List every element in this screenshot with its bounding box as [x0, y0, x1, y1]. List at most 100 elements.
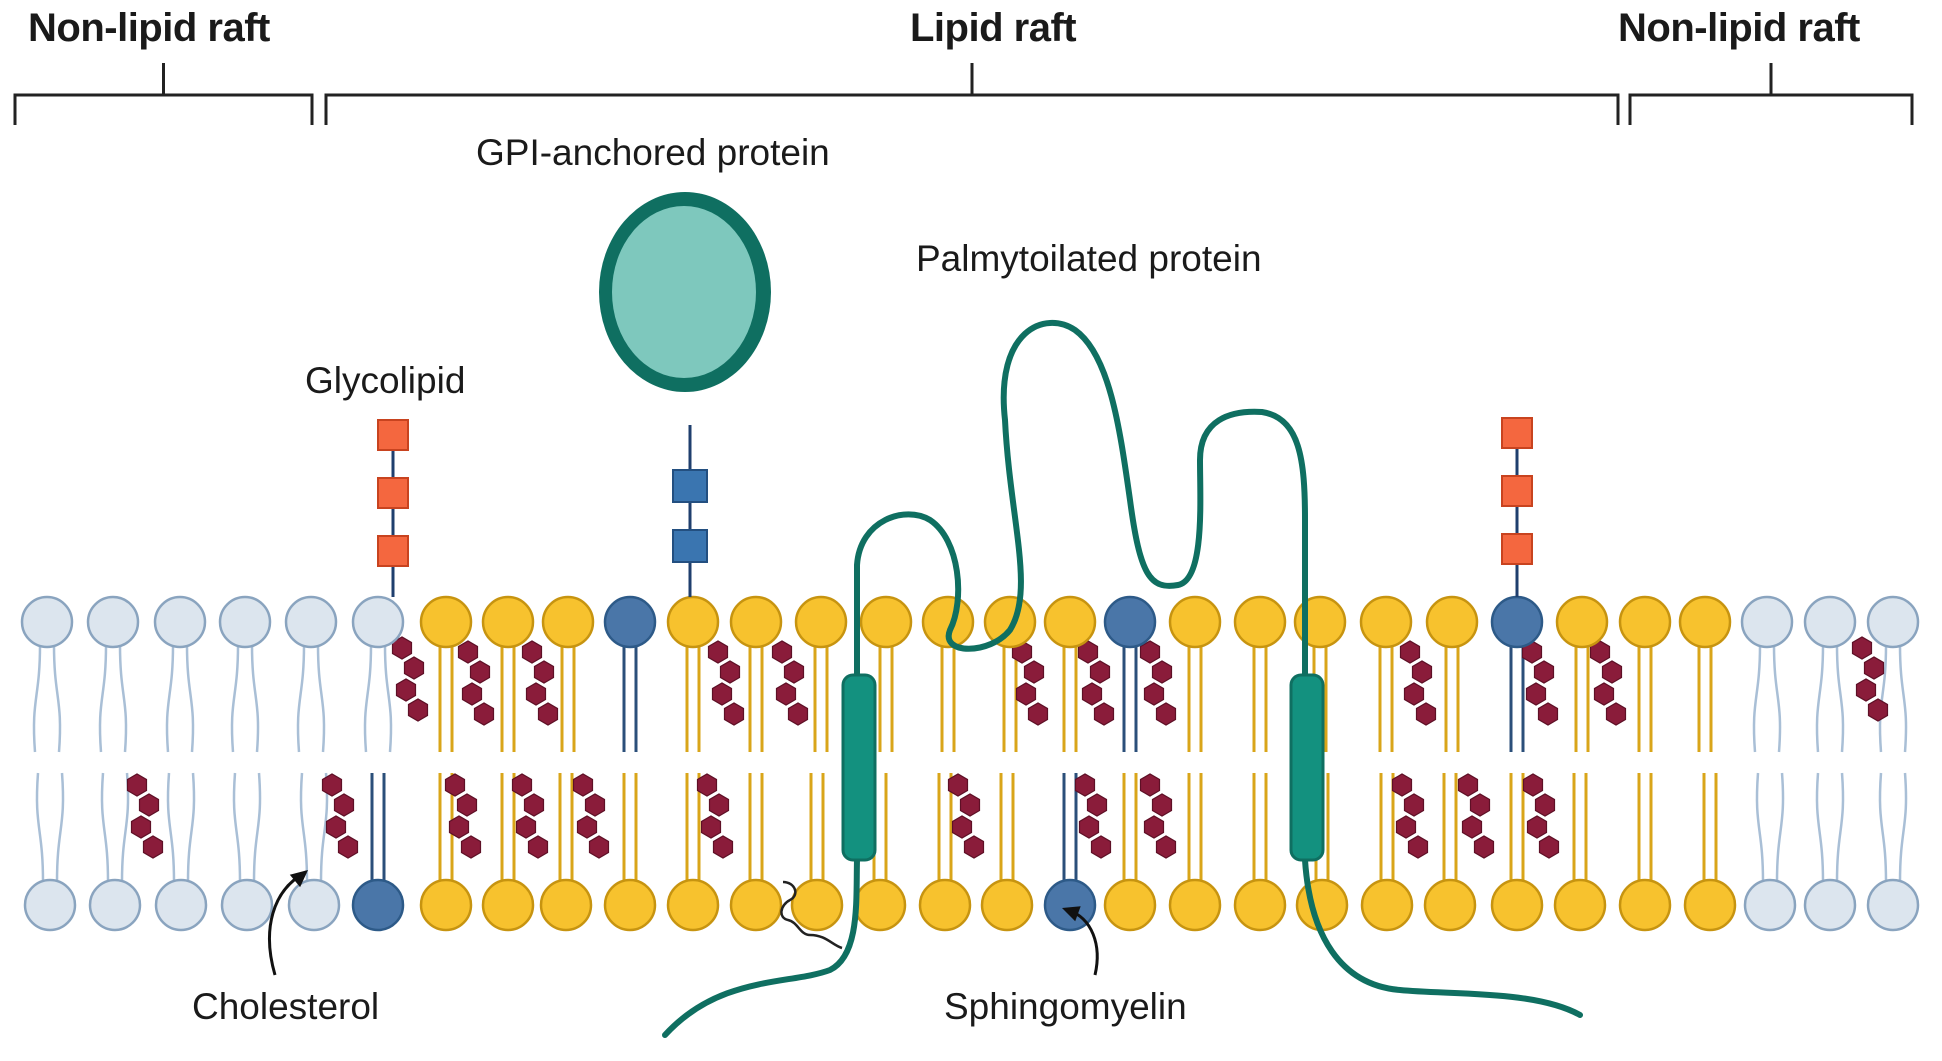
lipid-head-icon	[1425, 595, 1479, 649]
fatty-acid-tails	[363, 644, 393, 753]
cholesterol-group	[126, 636, 1889, 859]
fatty-acid-tails	[1122, 645, 1138, 752]
lipid-head-icon	[666, 878, 720, 932]
fatty-acid-tails	[1062, 645, 1078, 752]
fatty-acid-tails	[100, 772, 130, 883]
lipid-head-icon	[1423, 878, 1477, 932]
fatty-acid-tails	[1187, 773, 1203, 882]
fatty-acid-tails	[166, 772, 196, 883]
lipid-head-icon	[1359, 595, 1413, 649]
lipid-head-icon	[1490, 595, 1544, 649]
fatty-acid-tails	[622, 773, 638, 882]
lipid-head-icon	[983, 595, 1037, 649]
fatty-acid-tails	[685, 645, 701, 752]
arrow-icon	[268, 870, 308, 976]
lipid-head-icon	[921, 595, 975, 649]
cholesterol-icon	[444, 773, 482, 859]
lipid-head-icon	[154, 878, 208, 932]
fatty-acid-tails	[1637, 773, 1653, 882]
lipid-head-icon	[1233, 595, 1287, 649]
fatty-acid-tails	[1379, 773, 1395, 882]
cholesterol-icon	[126, 773, 164, 859]
arrow-icon	[1062, 906, 1099, 976]
lipid-head-icon	[284, 595, 338, 649]
gpi-anchored-protein-icon	[599, 192, 771, 597]
cholesterol-icon	[1457, 773, 1495, 859]
cholesterol-icon	[321, 773, 359, 859]
fatty-acid-tails	[438, 645, 454, 752]
lipid-head-icon	[20, 595, 74, 649]
lipid-head-icon	[729, 595, 783, 649]
cholesterol-icon	[391, 636, 429, 722]
fatty-acid-tails	[1815, 644, 1845, 753]
cholesterol-icon	[1139, 773, 1177, 859]
fatty-acid-tails	[370, 773, 386, 882]
fatty-acid-tails	[1509, 773, 1525, 882]
cholesterol-icon	[1391, 773, 1429, 859]
lipid-head-icon	[1168, 878, 1222, 932]
lipid-head-icon	[218, 595, 272, 649]
fatty-acid-tails	[296, 644, 326, 753]
lipid-head-icon	[1618, 595, 1672, 649]
cholesterol-icon	[696, 773, 734, 859]
lipid-head-icon	[1043, 595, 1097, 649]
glycolipid-label: Glycolipid	[305, 360, 466, 401]
lipid-head-icon	[287, 878, 341, 932]
lipid-head-icon	[1490, 878, 1544, 932]
fatty-acid-tails	[999, 773, 1015, 882]
lipid-head-icon	[1168, 595, 1222, 649]
fatty-acid-tails	[1878, 644, 1908, 753]
lipid-head-icon	[1103, 878, 1157, 932]
cholesterol-icon	[1399, 640, 1437, 726]
fatty-acid-tails	[98, 644, 128, 753]
cholesterol-label: Cholesterol	[192, 986, 380, 1027]
fatty-acid-tails	[1878, 772, 1908, 883]
lipid-head-icon	[1295, 878, 1349, 932]
lipid-head-icon	[351, 595, 405, 649]
lipid-head-icon	[88, 878, 142, 932]
lipid-head-icon	[1233, 878, 1287, 932]
bracket-icon	[1628, 63, 1914, 125]
lipid-head-icon	[1360, 878, 1414, 932]
lipid-head-icon	[1743, 878, 1797, 932]
lipid-head-icon	[1678, 595, 1732, 649]
lipid-head-icon	[1803, 595, 1857, 649]
annotation-arrows	[268, 870, 1099, 976]
lipid-head-icon	[220, 878, 274, 932]
palmitoylated-protein-label: Palmytoilated protein	[916, 238, 1262, 279]
fatty-acid-tails	[622, 645, 638, 752]
fatty-acid-tails	[558, 773, 574, 882]
lipid-head-icon	[541, 595, 595, 649]
fatty-acid-tails	[1574, 645, 1590, 752]
lipid-head-icon	[859, 595, 913, 649]
lipid-head-icon	[918, 878, 972, 932]
bracket-icon	[324, 63, 1620, 125]
fatty-acid-tails	[1572, 773, 1588, 882]
lipid-head-icon	[1866, 595, 1920, 649]
fatty-acid-tails	[1187, 645, 1203, 752]
fatty-acid-tails	[1378, 645, 1394, 752]
cholesterol-icon	[457, 640, 495, 726]
lipid-head-icon	[23, 878, 77, 932]
fatty-acid-tails	[1122, 773, 1138, 882]
lipid-head-icon	[1103, 595, 1157, 649]
lipid-head-icon	[1740, 595, 1794, 649]
fatty-acid-tails	[230, 644, 260, 753]
lipid-head-icon	[153, 595, 207, 649]
fatty-acid-tails	[1509, 645, 1525, 752]
fatty-acid-tails	[813, 645, 829, 752]
sugar-chain-icon	[1501, 417, 1533, 597]
lipid-heads	[20, 595, 1920, 932]
lipid-head-icon	[790, 878, 844, 932]
sugar-chain-icon	[377, 419, 409, 597]
region-brackets	[13, 63, 1914, 125]
fatty-acid-tails	[809, 773, 825, 882]
fatty-acid-tails	[1815, 772, 1845, 883]
protein-group	[377, 192, 1583, 1038]
cholesterol-icon	[572, 773, 610, 859]
region-label-center: Lipid raft	[910, 6, 1077, 50]
fatty-acid-tails	[232, 772, 262, 883]
palmitoylated-protein-icon	[662, 319, 1583, 1038]
lipid-head-icon	[351, 878, 405, 932]
